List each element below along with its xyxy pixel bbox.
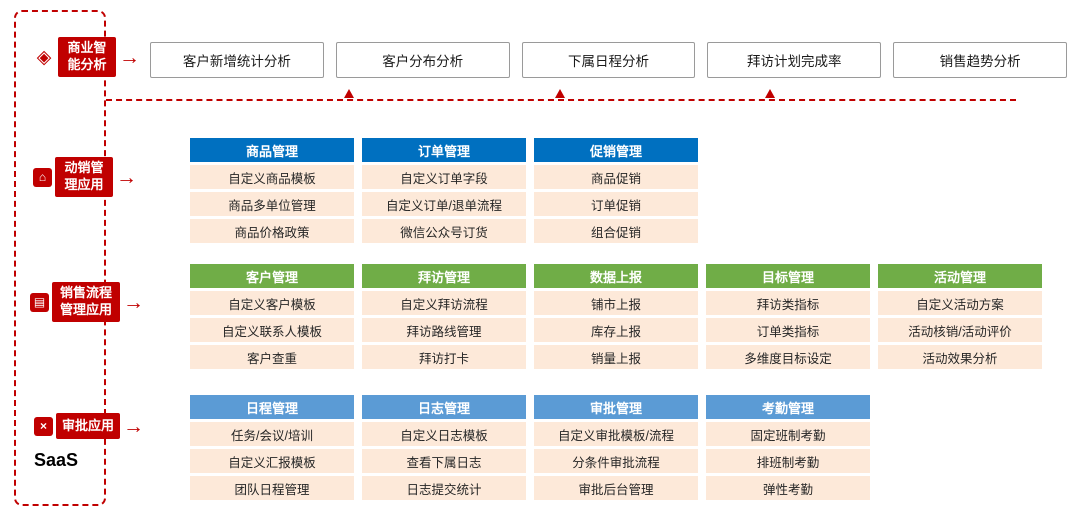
feature-cell: 自定义日志模板 [362,422,526,446]
feature-cell: 自定义订单/退单流程 [362,192,526,216]
nav-group-bi: ◈ 商业智 能分析 → [33,37,140,77]
label-line: 商业智 [67,40,107,56]
feature-cell: 商品价格政策 [190,219,354,243]
up-arrow-icon [555,89,565,98]
nav-group-sales-activity: ⌂ 动销管 理应用 → [33,157,137,197]
column-data-report: 数据上报 铺市上报 库存上报 销量上报 [534,264,698,369]
label-line: 理应用 [64,177,104,192]
feature-cell: 多维度目标设定 [706,345,870,369]
column-header: 考勤管理 [706,395,870,419]
nav-group-sales-process: ▤ 销售流程 管理应用 → [30,282,144,322]
feature-cell: 查看下属日志 [362,449,526,473]
column-header: 订单管理 [362,138,526,162]
feature-cell: 团队日程管理 [190,476,354,500]
column-header: 促销管理 [534,138,698,162]
feature-cell: 销量上报 [534,345,698,369]
feature-cell: 自定义汇报模板 [190,449,354,473]
column-visit-mgmt: 拜访管理 自定义拜访流程 拜访路线管理 拜访打卡 [362,264,526,369]
arrow-right-icon: → [116,165,137,189]
section-sales-process: 客户管理 自定义客户模板 自定义联系人模板 客户查重 拜访管理 自定义拜访流程 … [190,264,1042,369]
column-product-mgmt: 商品管理 自定义商品模板 商品多单位管理 商品价格政策 [190,138,354,243]
feature-cell: 排班制考勤 [706,449,870,473]
column-log-mgmt: 日志管理 自定义日志模板 查看下属日志 日志提交统计 [362,395,526,500]
feature-cell: 自定义商品模板 [190,165,354,189]
feature-cell: 自定义订单字段 [362,165,526,189]
column-header: 活动管理 [878,264,1042,288]
saas-boundary-frame [14,10,106,506]
column-promo-mgmt: 促销管理 商品促销 订单促销 组合促销 [534,138,698,243]
feature-cell: 客户查重 [190,345,354,369]
column-header: 商品管理 [190,138,354,162]
nav-group-approval: × 审批应用 → [34,413,144,439]
feature-cell: 日志提交统计 [362,476,526,500]
up-arrow-icon [765,89,775,98]
column-activity-mgmt: 活动管理 自定义活动方案 活动核销/活动评价 活动效果分析 [878,264,1042,369]
bi-analysis-row: 客户新增统计分析 客户分布分析 下属日程分析 拜访计划完成率 销售趋势分析 [150,42,1067,78]
column-header: 日志管理 [362,395,526,419]
section-approval: 日程管理 任务/会议/培训 自定义汇报模板 团队日程管理 日志管理 自定义日志模… [190,395,870,500]
up-arrow-icon [344,89,354,98]
column-customer-mgmt: 客户管理 自定义客户模板 自定义联系人模板 客户查重 [190,264,354,369]
arrow-right-icon: → [123,290,144,314]
feature-cell: 自定义审批模板/流程 [534,422,698,446]
column-header: 目标管理 [706,264,870,288]
column-schedule-mgmt: 日程管理 任务/会议/培训 自定义汇报模板 团队日程管理 [190,395,354,500]
label-approval: 审批应用 [56,413,120,439]
label-sales-process: 销售流程 管理应用 [52,282,120,322]
feature-cell: 自定义活动方案 [878,291,1042,315]
column-target-mgmt: 目标管理 拜访类指标 订单类指标 多维度目标设定 [706,264,870,369]
arrow-right-icon: → [123,414,144,438]
arrow-right-icon: → [119,45,140,69]
store-icon: ⌂ [33,167,52,187]
feature-cell: 铺市上报 [534,291,698,315]
feature-cell: 自定义客户模板 [190,291,354,315]
feature-cell: 商品多单位管理 [190,192,354,216]
feature-cell: 库存上报 [534,318,698,342]
label-bi-analysis: 商业智 能分析 [58,37,116,77]
feature-cell: 活动核销/活动评价 [878,318,1042,342]
column-attendance-mgmt: 考勤管理 固定班制考勤 排班制考勤 弹性考勤 [706,395,870,500]
section-sales-activity: 商品管理 自定义商品模板 商品多单位管理 商品价格政策 订单管理 自定义订单字段… [190,138,698,243]
label-line: 动销管 [64,160,104,176]
feature-cell: 固定班制考勤 [706,422,870,446]
saas-label: SaaS [34,450,79,470]
feature-cell: 微信公众号订货 [362,219,526,243]
column-header: 客户管理 [190,264,354,288]
feature-cell: 订单类指标 [706,318,870,342]
column-header: 数据上报 [534,264,698,288]
label-line: 管理应用 [59,302,112,317]
bi-cube-icon: ◈ [36,46,52,68]
column-approval-mgmt: 审批管理 自定义审批模板/流程 分条件审批流程 审批后台管理 [534,395,698,500]
feature-cell: 分条件审批流程 [534,449,698,473]
close-x-icon: × [34,416,53,436]
bi-box-subordinate-schedule: 下属日程分析 [521,42,696,78]
feature-cell: 商品促销 [534,165,698,189]
bi-box-customer-new-stats: 客户新增统计分析 [150,42,324,78]
column-header: 日程管理 [190,395,354,419]
feature-cell: 自定义联系人模板 [190,318,354,342]
feature-cell: 任务/会议/培训 [190,422,354,446]
bi-box-customer-distribution: 客户分布分析 [335,42,510,78]
feature-cell: 活动效果分析 [878,345,1042,369]
column-header: 审批管理 [534,395,698,419]
feature-cell: 拜访路线管理 [362,318,526,342]
bi-box-visit-plan-rate: 拜访计划完成率 [707,42,882,78]
label-sales-activity: 动销管 理应用 [55,157,113,197]
dashed-connector-line [106,99,1016,101]
bi-box-sales-trend: 销售趋势分析 [893,42,1067,78]
feature-cell: 组合促销 [534,219,698,243]
column-order-mgmt: 订单管理 自定义订单字段 自定义订单/退单流程 微信公众号订货 [362,138,526,243]
column-header: 拜访管理 [362,264,526,288]
feature-cell: 订单促销 [534,192,698,216]
label-line: 能分析 [67,57,107,72]
feature-cell: 拜访打卡 [362,345,526,369]
form-list-icon: ▤ [30,292,49,312]
feature-cell: 弹性考勤 [706,476,870,500]
label-line: 审批应用 [61,417,114,433]
label-line: 销售流程 [59,285,112,301]
feature-cell: 审批后台管理 [534,476,698,500]
feature-cell: 自定义拜访流程 [362,291,526,315]
feature-cell: 拜访类指标 [706,291,870,315]
